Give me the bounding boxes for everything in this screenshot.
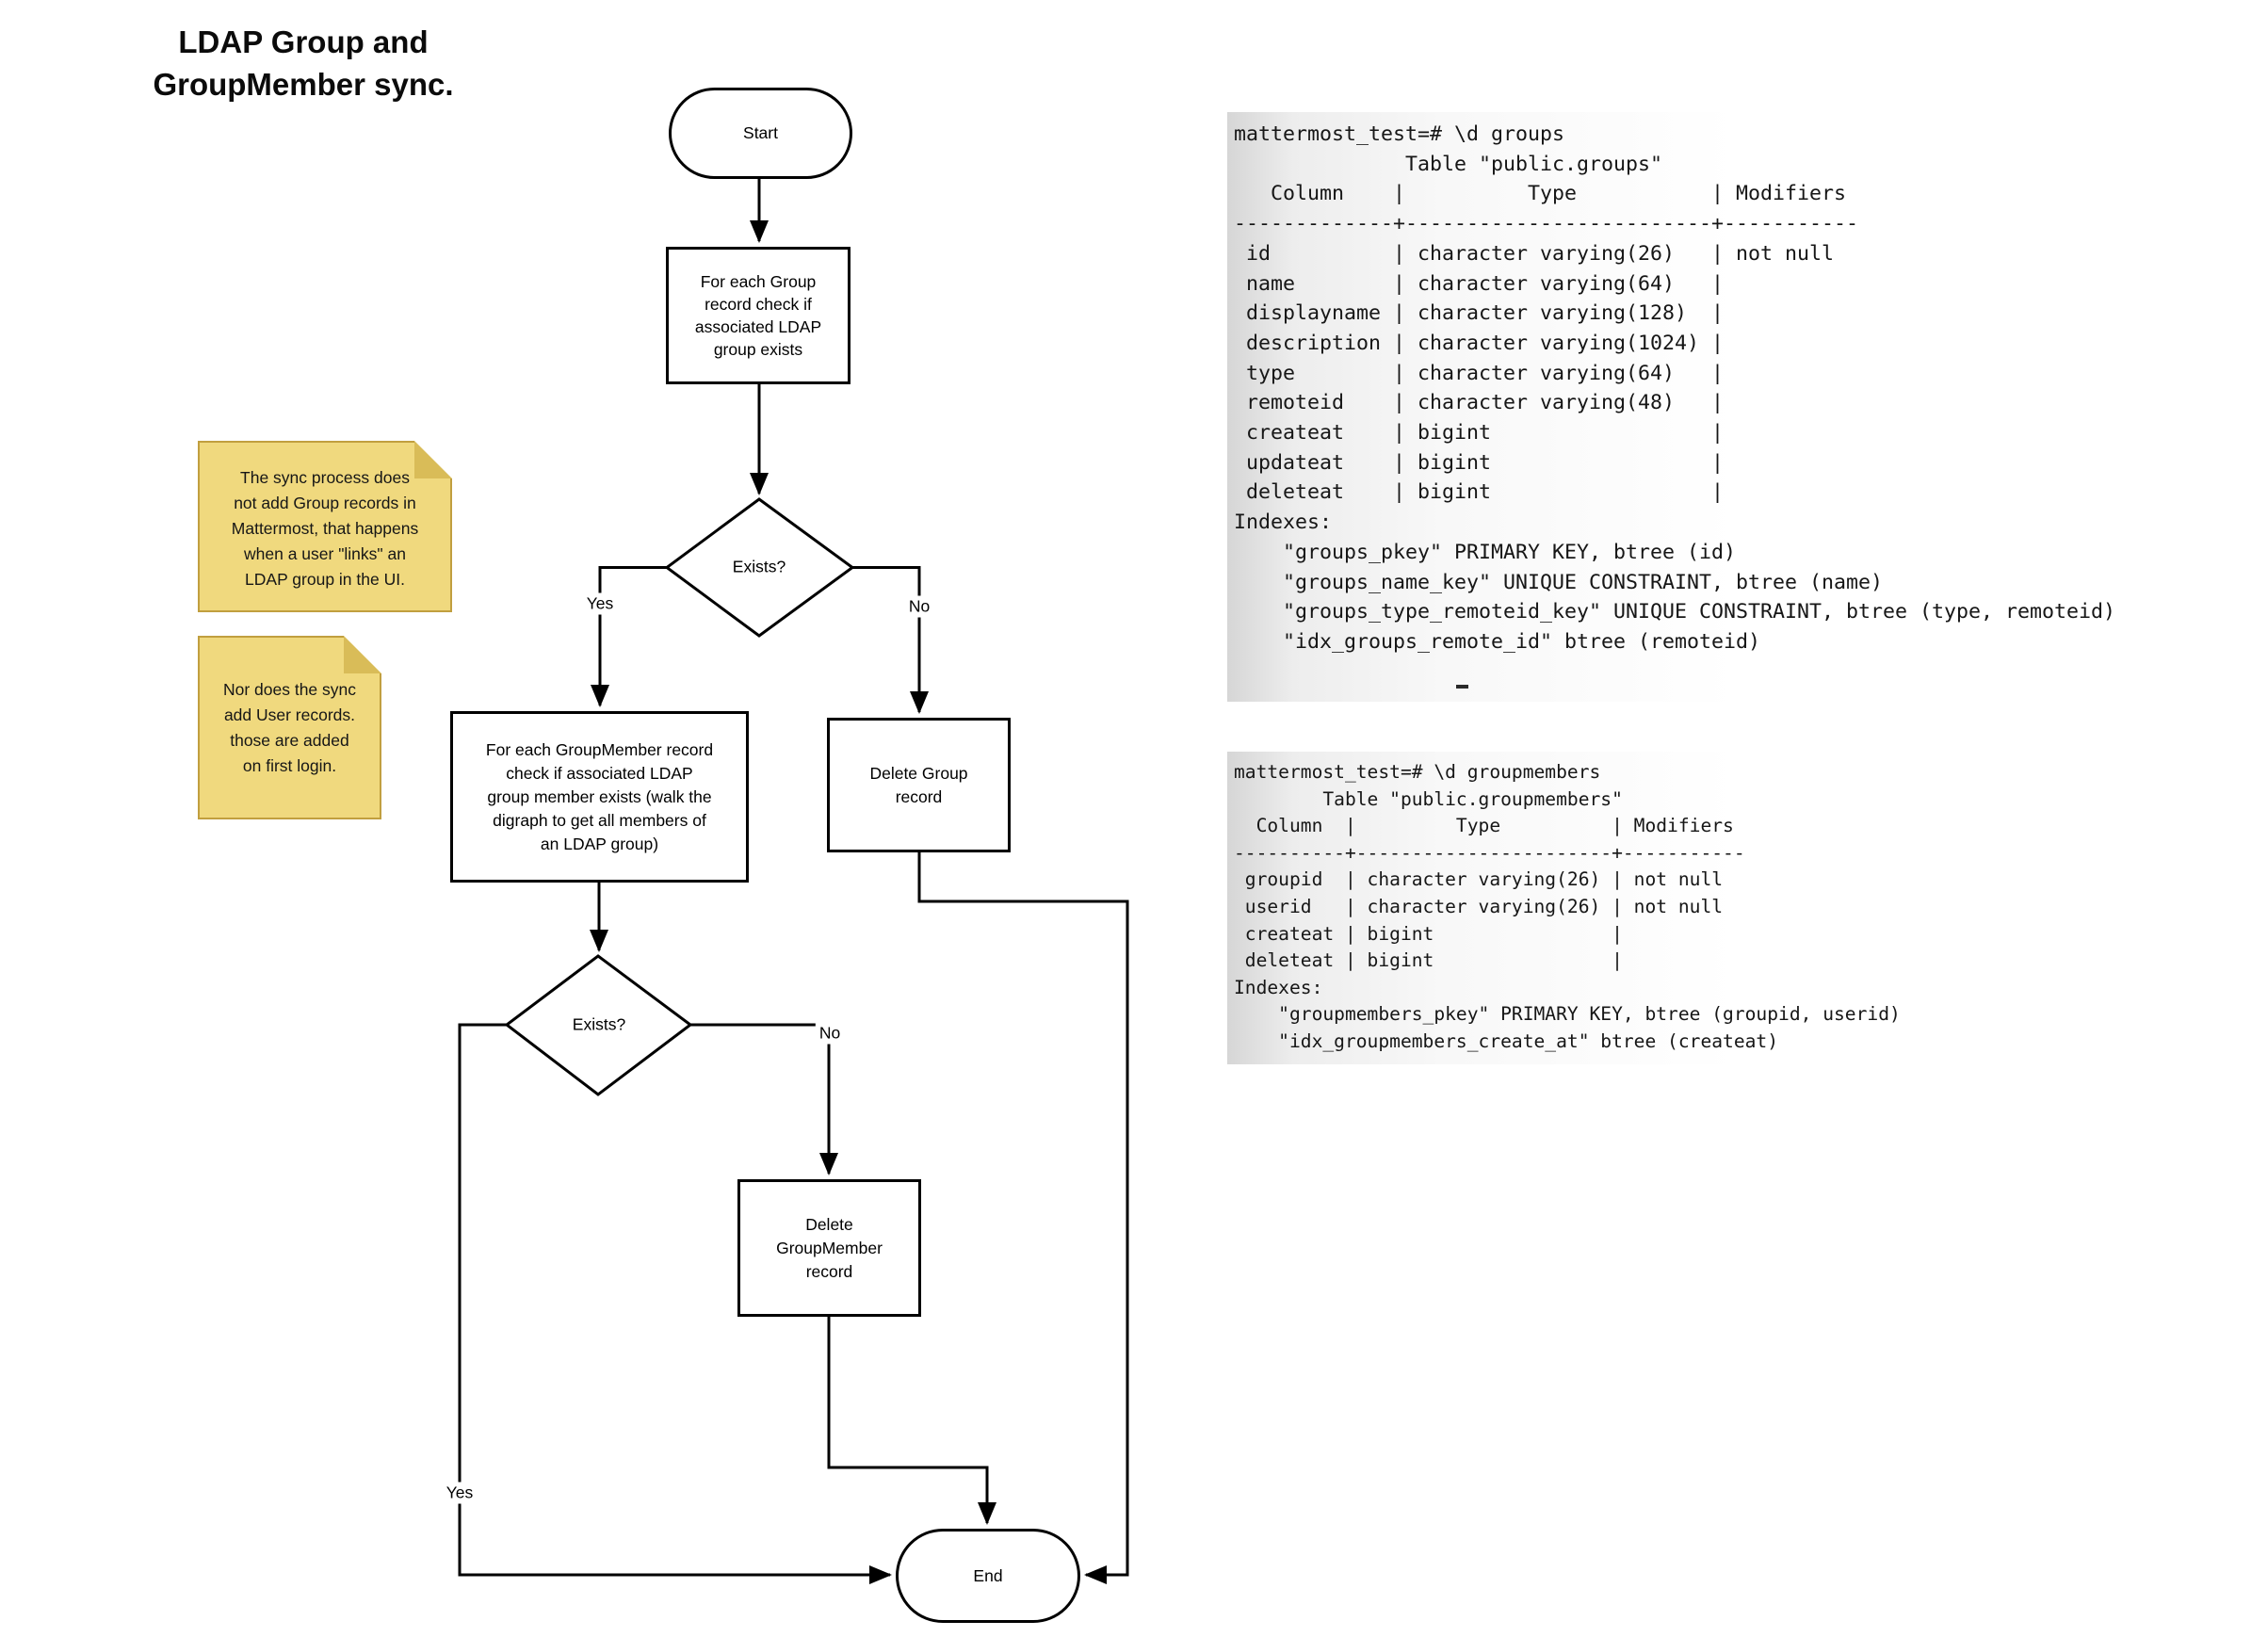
decision-diamond-exists-1 [664,497,855,638]
arrow-delete-group-to-end [917,852,1129,1584]
process-check-group: For each Group record check if associate… [666,247,850,384]
sticky-note-sync-groups: The sync process does not add Group reco… [198,441,452,612]
process-delete-group: Delete Group record [827,718,1011,852]
arrow-exists1-yes-to-check-groupmember [591,566,667,707]
page-title: LDAP Group and GroupMember sync. [153,24,454,102]
terminal-groups-table: mattermost_test=# \d groups Table "publi… [1227,112,2179,702]
end-node: End [896,1529,1080,1623]
terminal-groupmembers-table: mattermost_test=# \d groupmembers Table … [1227,752,1929,1064]
decision-exists-1-label: Exists? [732,557,786,576]
arrow-delete-groupmember-to-end [827,1317,996,1525]
sticky-note-sync-users: Nor does the sync add User records. thos… [198,636,381,819]
terminal-groupmembers-text: mattermost_test=# \d groupmembers Table … [1234,761,1901,1052]
arrow-exists2-no-to-delete-groupmember [690,1023,838,1175]
edge-label-yes-2: Yes [442,1482,478,1504]
process-delete-groupmember: Delete GroupMember record [737,1179,921,1317]
arrow-exists1-no-to-delete-group [852,566,929,714]
start-node: Start [669,88,852,179]
terminal-groups-text: mattermost_test=# \d groups Table "publi… [1234,122,2116,654]
decision-exists-2-label: Exists? [572,1014,626,1034]
terminal-cursor-dash [1456,685,1468,689]
edge-label-no-1: No [904,595,934,618]
edge-label-yes-1: Yes [582,592,618,615]
arrow-exists2-yes-to-end [458,1023,892,1584]
process-check-groupmember: For each GroupMember record check if ass… [450,711,749,883]
decision-diamond-exists-2 [504,954,693,1096]
edge-label-no-2: No [815,1022,845,1045]
